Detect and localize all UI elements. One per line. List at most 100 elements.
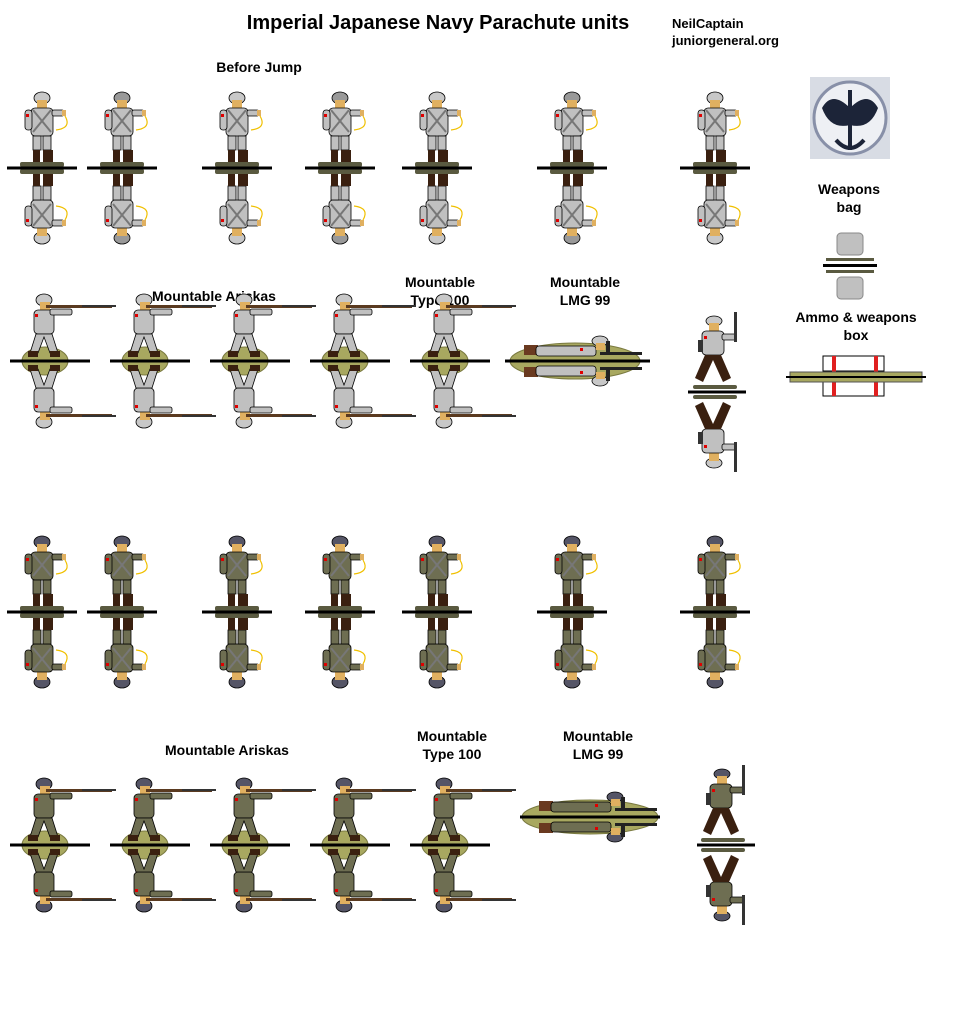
paratrooper-before-jump-mirrored: [692, 168, 742, 245]
label-line: LMG 99: [559, 292, 611, 308]
paratrooper-before-jump-olive-upper: [99, 535, 149, 612]
fold-line: [410, 359, 490, 363]
rifleman-olive: [210, 777, 317, 913]
fold-line: [697, 843, 755, 847]
fold-line: [202, 610, 272, 614]
paratrooper-before-jump-mirrored: [99, 168, 149, 245]
paratrooper-before-jump: [305, 91, 375, 245]
rifleman: [10, 293, 117, 429]
insignia-anchor: [834, 90, 866, 150]
rifleman-olive: [10, 777, 117, 913]
paratrooper-before-jump-upper: [99, 91, 149, 168]
label-before-jump: Before Jump: [216, 59, 302, 75]
label-line: Type 100: [422, 746, 482, 762]
officer-with-sword-olive-upper: [700, 764, 746, 843]
paratrooper-before-jump-olive: [680, 535, 750, 689]
fold-line: [10, 359, 90, 363]
navy-paratrooper-insignia-icon: [810, 77, 890, 159]
paratrooper-before-jump-upper: [214, 91, 264, 168]
fold-line: [505, 359, 650, 363]
label-line: Mountable: [550, 274, 620, 290]
rifleman-olive: [110, 777, 217, 913]
label-line: Mountable: [563, 728, 633, 744]
paratrooper-before-jump-olive: [202, 535, 272, 689]
lmg-99-team-olive-mirrored: [538, 821, 658, 843]
fold-line: [305, 610, 375, 614]
officer-with-sword-olive-mirrored: [700, 847, 746, 926]
fold-line: [786, 376, 926, 378]
paratrooper-before-jump-mirrored: [19, 168, 69, 245]
paratrooper-before-jump-olive: [305, 535, 375, 689]
fold-line: [680, 610, 750, 614]
officer-with-sword-upper: [692, 311, 738, 390]
label-line: box: [843, 327, 869, 343]
fold-line: [110, 359, 190, 363]
label-line: Mountable: [405, 274, 475, 290]
rifleman: [110, 293, 217, 429]
fold-line: [202, 166, 272, 170]
fold-line: [537, 610, 607, 614]
ammo-weapons-box: [786, 355, 926, 397]
officer-with-sword-olive: [697, 764, 755, 926]
paratrooper-before-jump-olive-mirrored: [99, 612, 149, 689]
fold-line: [305, 166, 375, 170]
rifleman: [310, 293, 417, 429]
fold-line: [210, 843, 290, 847]
paratrooper-before-jump-olive: [402, 535, 472, 689]
label-line: bag: [836, 199, 862, 215]
fold-line: [87, 610, 157, 614]
fold-line: [110, 843, 190, 847]
fold-line: [210, 359, 290, 363]
paratrooper-before-jump-olive-upper: [414, 535, 464, 612]
paratrooper-before-jump: [87, 91, 157, 245]
paratrooper-before-jump-upper: [692, 91, 742, 168]
fold-line: [537, 166, 607, 170]
paratrooper-before-jump: [202, 91, 272, 245]
page-title: Imperial Japanese Navy Parachute units: [246, 12, 630, 34]
label-line: LMG 99: [572, 746, 624, 762]
fold-line: [87, 166, 157, 170]
paratrooper-before-jump-olive-mirrored: [549, 612, 599, 689]
paratrooper-before-jump-olive-mirrored: [19, 612, 69, 689]
paratrooper-before-jump: [537, 91, 607, 245]
rifleman-olive: [410, 777, 517, 913]
paratrooper-before-jump: [7, 91, 77, 245]
fold-line: [410, 843, 490, 847]
fold-line: [823, 264, 877, 267]
site-credit: juniorgeneral.org: [672, 33, 779, 48]
fold-line: [10, 843, 90, 847]
bag-upper: [836, 232, 864, 256]
lmg-99-team-olive: [520, 791, 660, 843]
label-ariskas-bottom: Mountable Ariskas: [165, 742, 289, 758]
paratrooper-before-jump-upper: [317, 91, 367, 168]
lmg-99-team: [505, 335, 650, 387]
paratrooper-before-jump-olive: [87, 535, 157, 689]
lmg-99-team-olive-upper: [538, 791, 658, 813]
paratrooper-before-jump-mirrored: [414, 168, 464, 245]
paratrooper-before-jump-olive-upper: [317, 535, 367, 612]
officer-with-sword: [688, 311, 746, 473]
paratrooper-before-jump-olive-mirrored: [414, 612, 464, 689]
lmg-99-team-upper: [523, 335, 643, 357]
paratrooper-before-jump-olive-upper: [19, 535, 69, 612]
paratrooper-before-jump: [680, 91, 750, 245]
rifleman: [410, 293, 517, 429]
label-line: Mountable: [417, 728, 487, 744]
paratrooper-before-jump-olive: [7, 535, 77, 689]
paratrooper-before-jump-olive-upper: [214, 535, 264, 612]
paratrooper-before-jump-olive-mirrored: [317, 612, 367, 689]
box-upper: [822, 355, 885, 372]
fold-line: [402, 166, 472, 170]
rifleman: [210, 293, 317, 429]
bag-mirrored: [836, 276, 864, 300]
fold-line: [688, 390, 746, 394]
label-line: Ammo & weapons: [795, 309, 917, 325]
paratrooper-before-jump-olive-upper: [549, 535, 599, 612]
paratrooper-before-jump-upper: [19, 91, 69, 168]
bag-base: [826, 270, 874, 273]
fold-line: [402, 610, 472, 614]
